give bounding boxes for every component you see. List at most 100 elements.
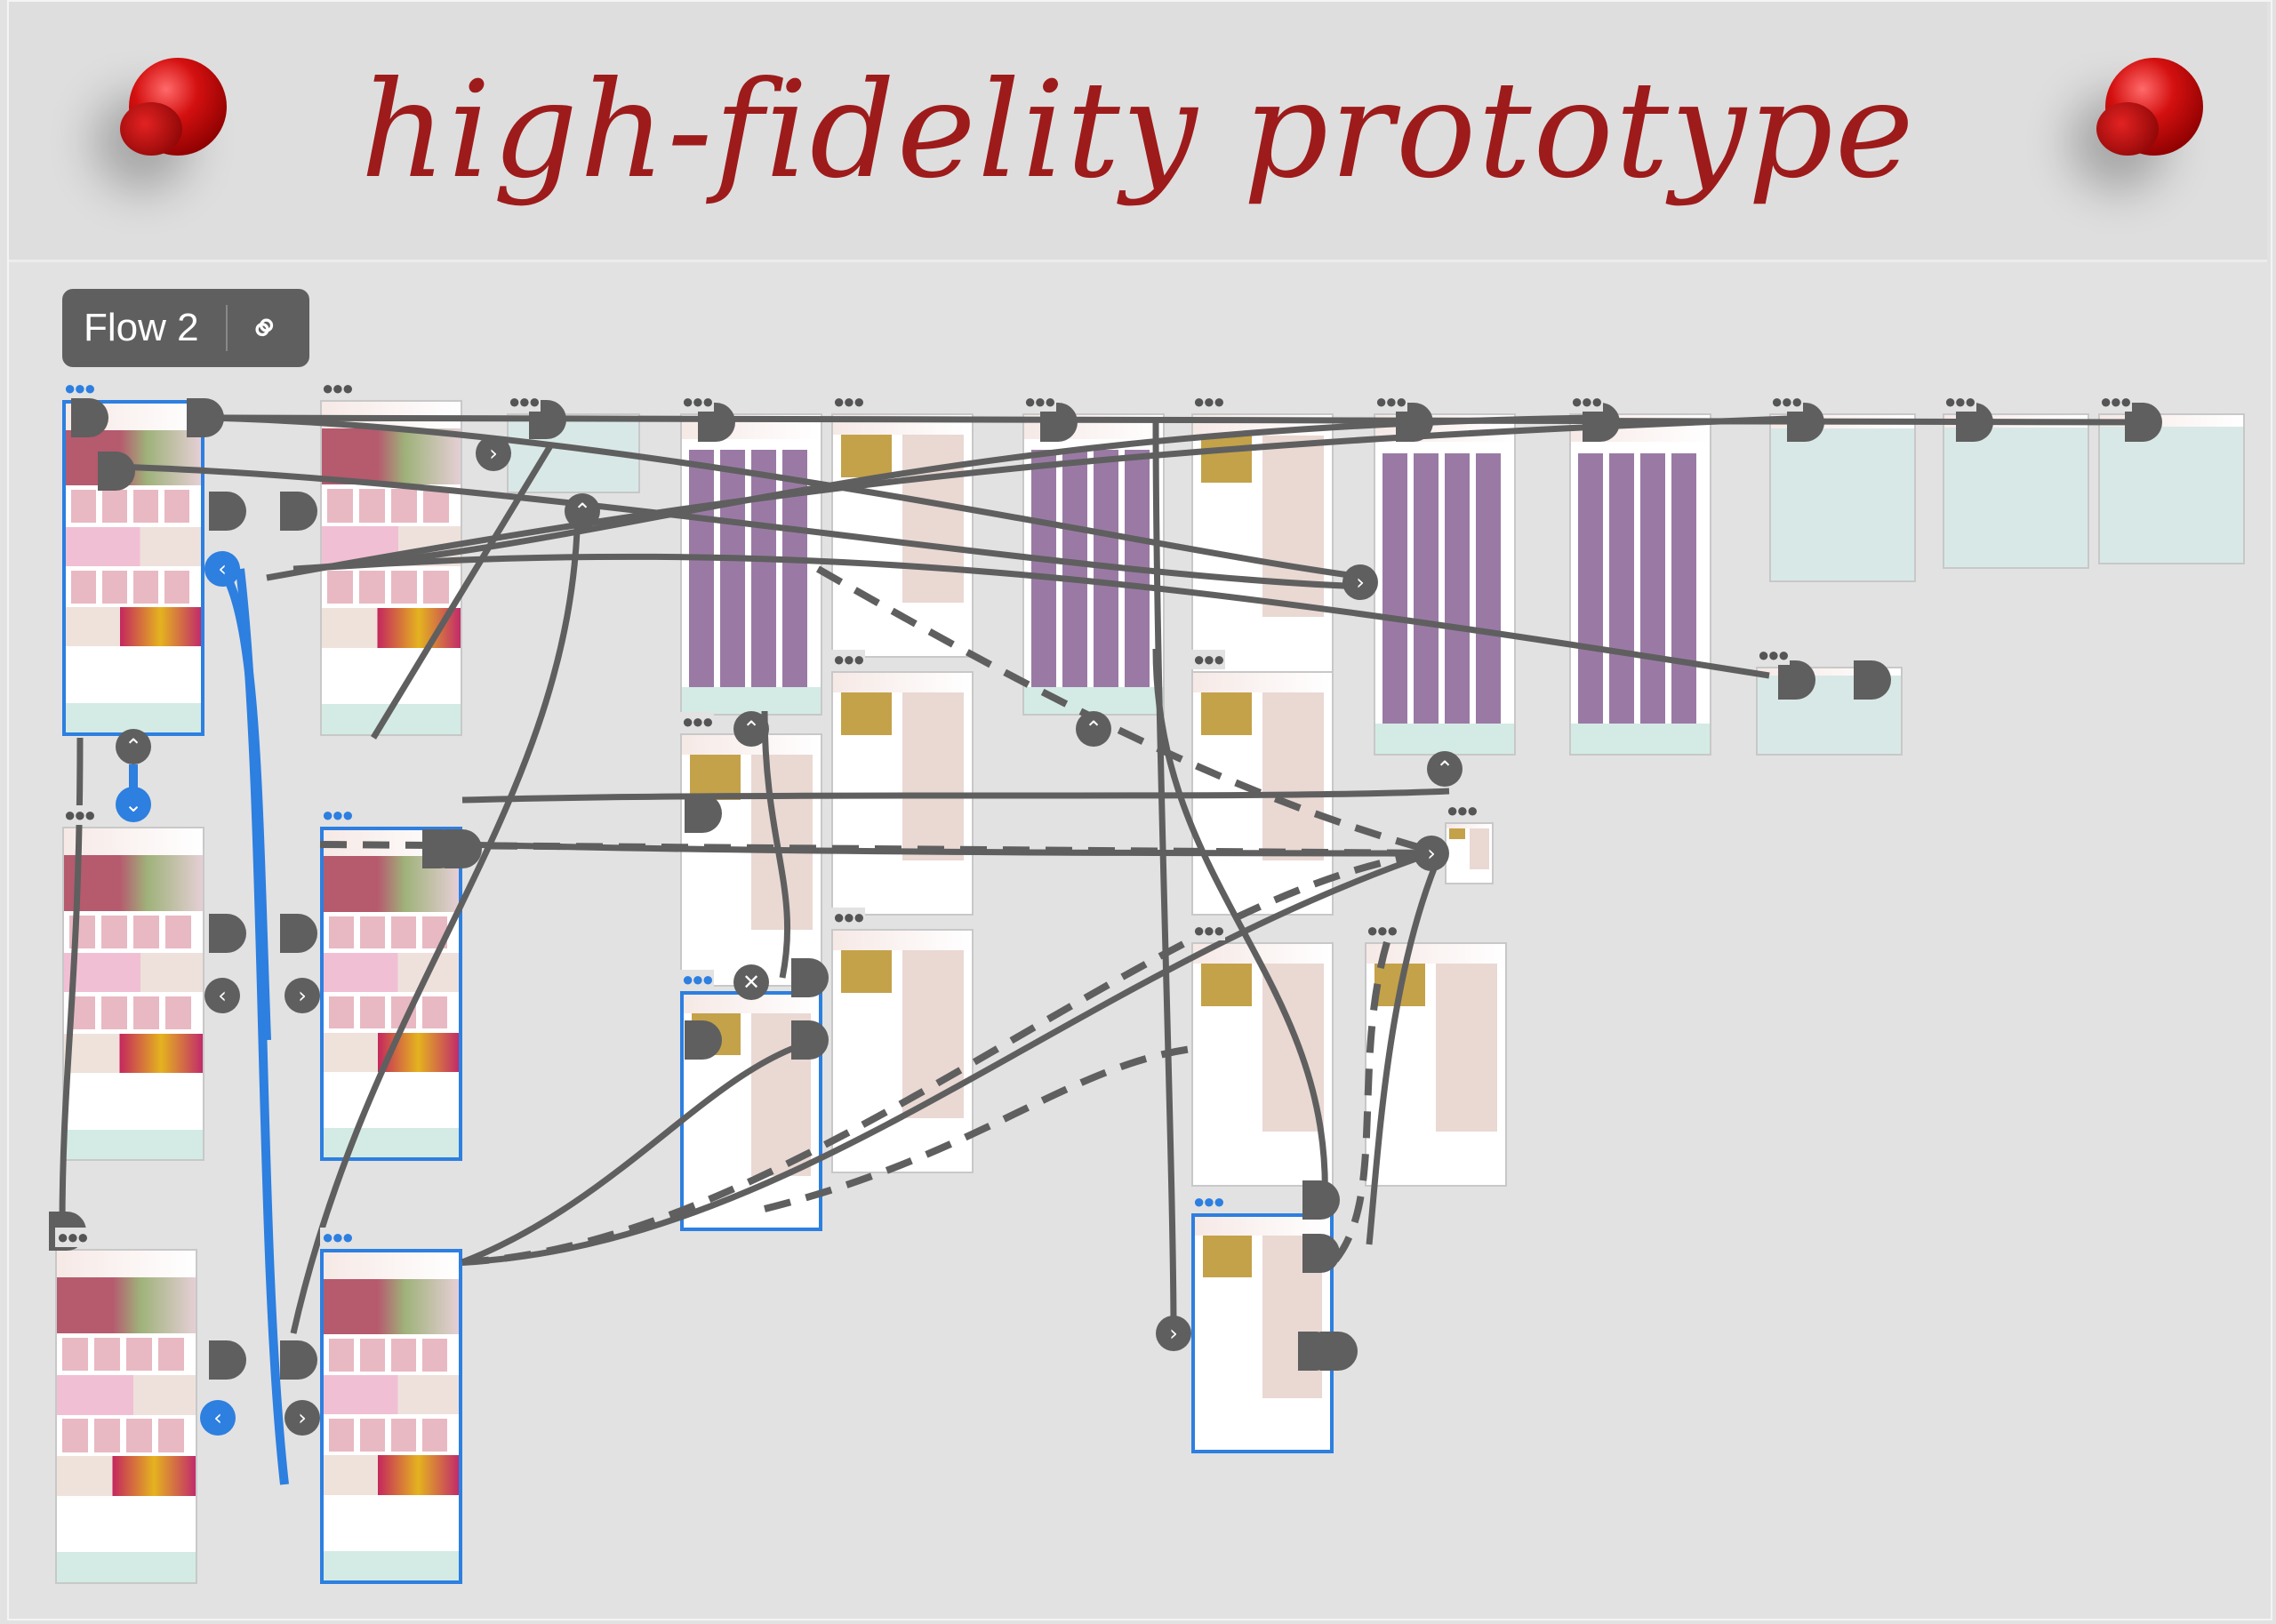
chevron-icon: ⌃ [742, 716, 760, 741]
artboard-menu-icon[interactable]: ●●● [831, 648, 865, 670]
artboard-menu-icon[interactable]: ●●● [831, 906, 865, 928]
artboard-menu-icon[interactable]: ●●● [320, 804, 354, 826]
connector-arrow-icon[interactable] [476, 436, 511, 471]
connector-handle[interactable] [71, 398, 108, 437]
chevron-icon: › [298, 983, 307, 1008]
artboard-home-screen[interactable] [320, 1249, 462, 1584]
connector-handle[interactable] [1956, 403, 1993, 442]
connector-wire [204, 414, 1370, 581]
artboard-grid-screen[interactable] [1374, 413, 1516, 756]
connector-wire [461, 841, 1441, 857]
chevron-icon: › [489, 441, 498, 466]
connector-arrow-icon[interactable] [1342, 564, 1378, 600]
artboard-menu-icon[interactable]: ●●● [1769, 390, 1803, 412]
connector-arrow-icon[interactable] [565, 493, 600, 529]
connector-arrow-icon[interactable] [1076, 711, 1111, 747]
connector-arrow-icon[interactable] [204, 551, 240, 587]
connector-handle[interactable] [1787, 403, 1824, 442]
connector-handle[interactable] [280, 914, 317, 953]
connector-arrow-icon[interactable] [1427, 751, 1463, 787]
artboard-home-screen[interactable] [62, 827, 204, 1161]
link-icon[interactable]: ⚭ [238, 300, 293, 356]
chevron-icon: ‹ [218, 983, 227, 1008]
artboard-menu-icon[interactable]: ●●● [1756, 644, 1790, 666]
connector-handle[interactable] [1040, 403, 1078, 442]
artboard-menu-icon[interactable]: ●●● [320, 377, 354, 399]
artboard-menu-icon[interactable]: ●●● [1374, 390, 1407, 412]
connector-handle[interactable] [1302, 1180, 1340, 1220]
chevron-icon: ⌃ [1085, 716, 1102, 741]
artboard-menu-icon[interactable]: ●●● [1191, 648, 1225, 670]
artboard-menu-icon[interactable]: ●●● [55, 1226, 89, 1248]
artboard-menu-icon[interactable]: ●●● [1569, 390, 1603, 412]
connector-handle[interactable] [1302, 1234, 1340, 1273]
artboard-menu-icon[interactable]: ●●● [680, 390, 714, 412]
connector-handle[interactable] [1854, 660, 1891, 700]
chevron-icon: ‹ [218, 556, 227, 581]
connector-handle[interactable] [1320, 1332, 1358, 1371]
connector-handle[interactable] [187, 398, 224, 437]
divider [226, 305, 228, 351]
connector-arrow-icon[interactable] [204, 978, 240, 1013]
connector-handle[interactable] [1583, 403, 1620, 442]
connector-wire [461, 850, 1433, 1266]
artboard-detail-screen[interactable] [680, 733, 822, 987]
artboard-grid-screen[interactable] [1569, 413, 1711, 756]
artboard-menu-icon[interactable]: ●●● [680, 710, 714, 732]
connector-handle[interactable] [280, 1340, 317, 1380]
connector-arrow-icon[interactable] [284, 1400, 320, 1436]
connector-handle[interactable] [1778, 660, 1815, 700]
chevron-icon: ⌃ [124, 734, 142, 759]
connector-arrow-icon[interactable] [1156, 1316, 1191, 1351]
artboard-menu-icon[interactable]: ●●● [62, 377, 96, 399]
connector-handle[interactable] [209, 492, 246, 531]
connector-arrow-icon[interactable] [200, 1400, 236, 1436]
artboard-menu-icon[interactable]: ●●● [1365, 919, 1398, 941]
connector-wire [461, 788, 1450, 804]
connector-handle[interactable] [698, 403, 735, 442]
artboard-menu-icon[interactable]: ●●● [680, 968, 714, 990]
connector-handle[interactable] [209, 1340, 246, 1380]
connector-handle[interactable] [280, 492, 317, 531]
artboard-detail-screen[interactable] [1191, 942, 1334, 1187]
artboard-home-screen[interactable] [320, 827, 462, 1161]
connector-handle[interactable] [98, 452, 135, 491]
artboard-menu-icon[interactable]: ●●● [1191, 390, 1225, 412]
artboard-menu-icon[interactable]: ●●● [1191, 919, 1225, 941]
artboard-menu-icon[interactable]: ●●● [1191, 1190, 1225, 1212]
connector-handle[interactable] [445, 829, 482, 868]
title-banner [9, 2, 2267, 262]
connector-handle[interactable] [209, 914, 246, 953]
connector-arrow-icon[interactable] [116, 787, 151, 822]
artboard-detail-screen[interactable] [831, 929, 974, 1173]
connector-handle[interactable] [2125, 403, 2162, 442]
connector-arrow-icon[interactable] [116, 729, 151, 764]
chevron-icon: ⌃ [573, 499, 591, 524]
artboard-menu-icon[interactable]: ●●● [1445, 799, 1479, 821]
connector-arrow-icon[interactable] [733, 964, 769, 1000]
connector-wire [371, 443, 555, 740]
flow-name[interactable]: Flow 2 [84, 306, 199, 349]
artboard-menu-icon[interactable]: ●●● [62, 804, 96, 826]
connector-handle[interactable] [1396, 403, 1433, 442]
connector-handle[interactable] [685, 1020, 722, 1060]
connector-arrow-icon[interactable] [284, 978, 320, 1013]
connector-arrow-icon[interactable] [1414, 836, 1449, 871]
artboard-home-screen[interactable] [55, 1249, 197, 1584]
overlay-connector-wire [816, 565, 1442, 857]
artboard-menu-icon[interactable]: ●●● [831, 390, 865, 412]
connector-handle[interactable] [791, 958, 829, 997]
artboard-menu-icon[interactable]: ●●● [1943, 390, 1976, 412]
connector-handle[interactable] [685, 794, 722, 833]
artboard-menu-icon[interactable]: ●●● [2098, 390, 2132, 412]
connector-arrow-icon[interactable] [733, 711, 769, 747]
connector-handle[interactable] [791, 1020, 829, 1060]
artboard-detail-screen[interactable] [1191, 1213, 1334, 1453]
artboard-menu-icon[interactable]: ●●● [320, 1226, 354, 1248]
chevron-icon: ⌃ [1436, 756, 1454, 781]
artboard-detail-screen[interactable] [1445, 822, 1494, 884]
artboard-menu-icon[interactable]: ●●● [1022, 390, 1056, 412]
artboard-menu-icon[interactable]: ●●● [507, 390, 541, 412]
chevron-icon: › [1356, 570, 1365, 595]
flow-start-badge[interactable]: Flow 2 ⚭ [62, 289, 309, 367]
